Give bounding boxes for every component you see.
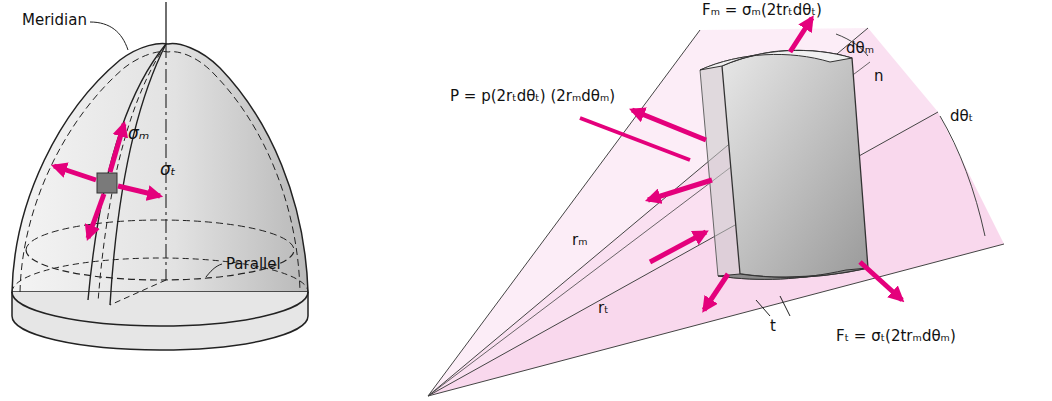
force-formula: P = p(2rₜdθₜ) (2rₘdθₘ)	[450, 88, 615, 105]
dome-shell	[12, 43, 308, 292]
angle-label: dθₜ	[950, 108, 973, 125]
stress-symbol: σₜ	[160, 160, 176, 180]
parallel-line	[26, 250, 294, 280]
force-formula: Fₜ = σₜ(2trₘdθₘ)	[836, 328, 956, 345]
force-formula: Fₘ = σₘ(2trₜdθₜ)	[702, 2, 822, 19]
meridian-line	[88, 44, 166, 300]
radius-label: rₜ	[598, 300, 609, 317]
stress-element	[97, 173, 117, 193]
part-name: Meridian	[22, 12, 87, 29]
radius-label: rₘ	[572, 232, 588, 249]
stress-symbol: σₘ	[128, 124, 149, 144]
angle-label: dθₘ	[846, 40, 874, 57]
part-name: Parallel	[226, 256, 281, 273]
axis-label: n	[874, 68, 884, 85]
shell-element	[722, 50, 868, 277]
thickness-label: t	[770, 318, 776, 335]
